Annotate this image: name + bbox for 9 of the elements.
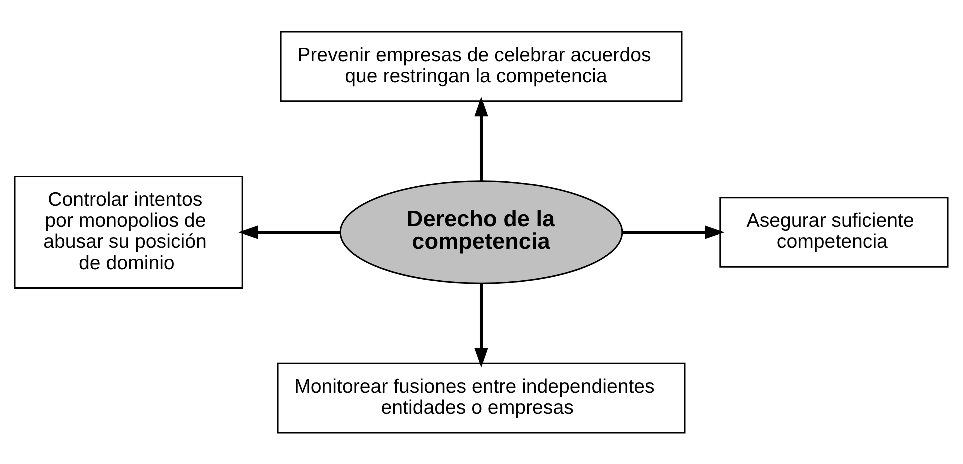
arrow [474, 96, 488, 180]
node-box: Monitorear fusiones entre independientes entidades o empresas [277, 362, 686, 434]
node-box: Prevenir empresas de celebrar acuerdos que restringan la competencia [280, 30, 683, 102]
arrow [474, 283, 488, 368]
node-box: Asegurar suficiente competencia [720, 196, 949, 268]
node-box: Controlar intentos por monopolios de abusar su posición de dominio [14, 175, 244, 289]
node-ellipse: Derecho de la competencia [340, 180, 624, 284]
arrow [238, 225, 340, 239]
arrow [622, 225, 725, 239]
